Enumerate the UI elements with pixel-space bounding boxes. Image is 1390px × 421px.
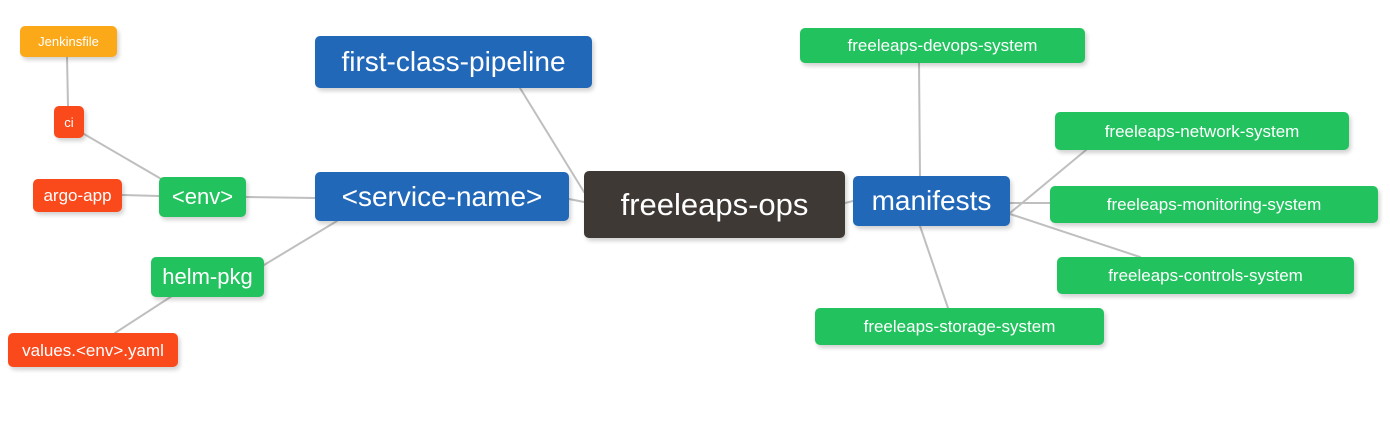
node-freeleaps-controls-system[interactable]: freeleaps-controls-system — [1057, 257, 1354, 294]
node-env[interactable]: <env> — [159, 177, 246, 217]
node-values-env-yaml[interactable]: values.<env>.yaml — [8, 333, 178, 367]
node-label-env: <env> — [171, 184, 234, 209]
node-label-service-name: <service-name> — [341, 180, 543, 212]
edge-helm_pkg-to-values_env_yaml — [114, 295, 173, 334]
edge-env-to-ci — [83, 133, 164, 181]
node-freeleaps-storage-system[interactable]: freeleaps-storage-system — [815, 308, 1104, 345]
node-label-freeleaps-ops: freeleaps-ops — [620, 187, 809, 222]
node-helm-pkg[interactable]: helm-pkg — [151, 257, 264, 297]
edge-manifests-to-freeleaps_devops_system — [918, 62, 921, 177]
edge-service_name-to-helm_pkg — [263, 220, 338, 266]
node-label-first-class-pipeline: first-class-pipeline — [341, 46, 566, 77]
node-freeleaps-network-system[interactable]: freeleaps-network-system — [1055, 112, 1349, 150]
edge-root-to-service_name — [568, 198, 585, 203]
node-freeleaps-devops-system[interactable]: freeleaps-devops-system — [800, 28, 1085, 63]
node-label-values-env-yaml: values.<env>.yaml — [22, 340, 164, 360]
edge-manifests-to-freeleaps_storage_system — [919, 225, 949, 309]
edge-ci-to-jenkinsfile — [66, 56, 69, 107]
node-manifests[interactable]: manifests — [853, 176, 1010, 226]
node-freeleaps-ops[interactable]: freeleaps-ops — [584, 171, 845, 238]
edge-env-to-argo_app — [121, 194, 160, 197]
node-label-argo-app: argo-app — [43, 186, 112, 205]
node-label-manifests: manifests — [871, 185, 992, 216]
node-label-freeleaps-monitoring-system: freeleaps-monitoring-system — [1106, 195, 1322, 214]
node-label-ci: ci — [64, 114, 74, 130]
edge-service_name-to-env — [245, 196, 316, 199]
node-argo-app[interactable]: argo-app — [33, 179, 122, 212]
node-label-jenkinsfile: Jenkinsfile — [38, 34, 99, 49]
node-label-freeleaps-network-system: freeleaps-network-system — [1104, 121, 1300, 141]
node-freeleaps-monitoring-system[interactable]: freeleaps-monitoring-system — [1050, 186, 1378, 223]
node-label-freeleaps-devops-system: freeleaps-devops-system — [847, 36, 1038, 55]
node-jenkinsfile[interactable]: Jenkinsfile — [20, 26, 117, 57]
node-label-freeleaps-controls-system: freeleaps-controls-system — [1108, 266, 1303, 285]
node-ci[interactable]: ci — [54, 106, 84, 138]
node-label-helm-pkg: helm-pkg — [162, 264, 253, 289]
node-label-freeleaps-storage-system: freeleaps-storage-system — [863, 317, 1056, 336]
node-service-name[interactable]: <service-name> — [315, 172, 569, 221]
edge-root-to-manifests — [844, 200, 854, 204]
node-first-class-pipeline[interactable]: first-class-pipeline — [315, 36, 592, 88]
